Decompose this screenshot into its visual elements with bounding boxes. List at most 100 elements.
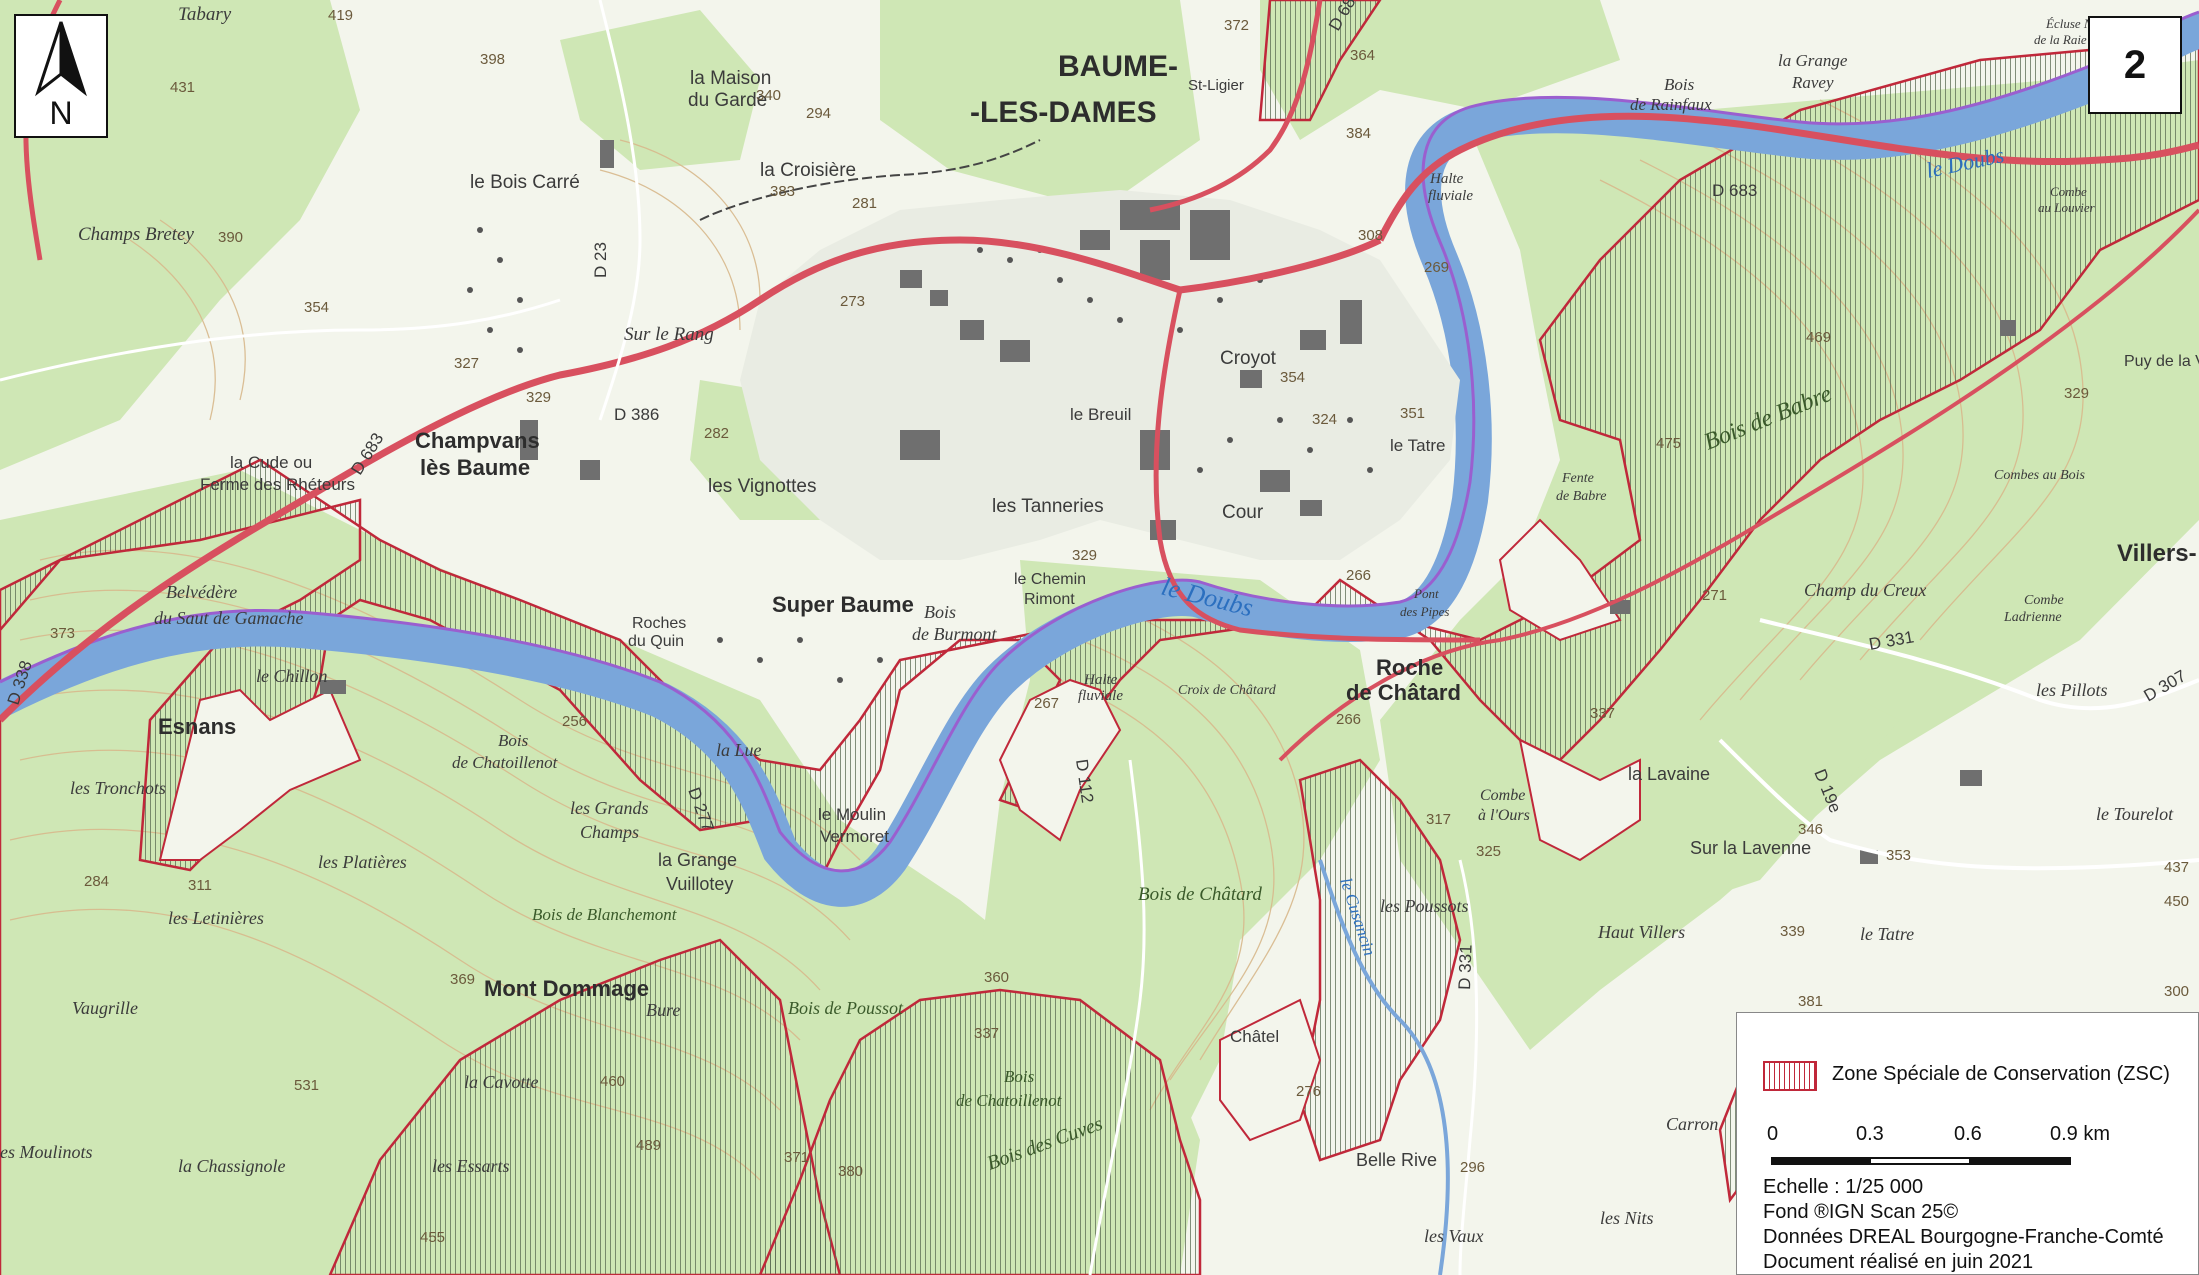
place-combe-ours-2: à l'Ours	[1478, 807, 1530, 824]
road-d331-e: D 331	[1455, 944, 1476, 990]
alt-25: 266	[1336, 711, 1361, 728]
town-champvans-2: lès Baume	[420, 455, 530, 480]
alt-21: 266	[1346, 567, 1371, 584]
alt-0: 419	[328, 7, 353, 24]
place-puy-de-la: Puy de la V	[2124, 353, 2199, 370]
place-maison-2: du Garde	[688, 90, 767, 111]
alt-27: 373	[50, 625, 75, 642]
place-cude-1: la Cude ou	[230, 453, 312, 472]
alt-24: 267	[1034, 695, 1059, 712]
map-labels: BAUME- -LES-DAMES Champvans lès Baume Su…	[0, 0, 2199, 1246]
place-halte2-2: fluviale	[1078, 688, 1123, 704]
wood-blanchemont: Bois de Blanchemont	[532, 905, 678, 924]
alt-38: 455	[420, 1229, 445, 1246]
place-chatoillenot-2: de Chatoillenot	[452, 753, 559, 772]
alt-32: 360	[984, 969, 1009, 986]
alt-35: 531	[294, 1077, 319, 1094]
place-sur-lavenne: Sur la Lavenne	[1690, 838, 1811, 858]
place-chassignole: la Chassignole	[178, 1156, 286, 1176]
place-tanneries: les Tanneries	[992, 496, 1104, 517]
alt-39: 276	[1296, 1083, 1321, 1100]
alt-46: 339	[1780, 923, 1805, 940]
place-combe-ladrienne-1: Combe	[2024, 593, 2064, 608]
town-baume-2: -LES-DAMES	[970, 96, 1157, 129]
town-champvans-1: Champvans	[415, 428, 540, 453]
place-le-tourelot: le Tourelot	[2096, 804, 2174, 824]
place-bois-burmont-2: de Burmont	[912, 624, 997, 644]
legend-fond: Fond ®IGN Scan 25©	[1763, 1201, 1959, 1223]
place-combe-ladrienne-2: Ladrienne	[2003, 610, 2062, 625]
alt-20: 324	[1312, 411, 1337, 428]
place-belvedere-2: du Saut de Gamache	[154, 608, 303, 628]
place-les-pillots: les Pillots	[2036, 680, 2108, 700]
legend-credits: Echelle : 1/25 000 Fond ®IGN Scan 25© Do…	[1763, 1175, 2164, 1275]
place-bure: Bure	[646, 1000, 680, 1020]
legend-donnees: Données DREAL Bourgogne-Franche-Comté	[1763, 1226, 2164, 1248]
doubs-river	[0, 10, 2199, 1275]
alt-13: 372	[1224, 17, 1249, 34]
place-tronchots: les Tronchots	[70, 778, 166, 798]
alt-10: 281	[852, 195, 877, 212]
urban-area	[320, 140, 2016, 864]
place-vignottes: les Vignottes	[708, 476, 816, 497]
alt-1: 398	[480, 51, 505, 68]
legend-echelle: Echelle : 1/25 000	[1763, 1176, 1924, 1198]
place-croix-chatard: Croix de Châtard	[1178, 683, 1277, 698]
alt-52: 475	[1656, 435, 1681, 452]
place-platieres: les Platières	[318, 852, 407, 872]
place-combes-bois: Combes au Bois	[1994, 468, 2086, 483]
place-moulin-2: Vermoret	[820, 827, 889, 846]
place-cude-2: Ferme des Rhéteurs	[200, 475, 355, 494]
road-d386: D 386	[614, 405, 659, 424]
place-combe-ours-1: Combe	[1480, 787, 1525, 804]
place-la-lue: la Lue	[716, 740, 762, 760]
wood-chatard: Bois de Châtard	[1138, 884, 1262, 905]
place-grange-2: Vuillotey	[666, 874, 733, 894]
zsc-swatch	[1763, 1061, 1817, 1091]
place-roches-quin-2: du Quin	[628, 633, 684, 650]
alt-42: 325	[1476, 843, 1501, 860]
alt-19: 354	[1280, 369, 1305, 386]
scale-tick-3: 0.9 km	[2050, 1123, 2111, 1145]
place-chatoillenot-1: Bois	[498, 731, 529, 750]
place-haut-villers: Haut Villers	[1597, 922, 1685, 942]
alt-41: 317	[1426, 811, 1451, 828]
scale-bar	[1771, 1157, 2071, 1165]
place-sur-le-rang: Sur le Rang	[624, 324, 714, 345]
alt-48: 437	[2164, 859, 2189, 876]
town-esnans: Esnans	[158, 714, 236, 739]
place-moulinots: es Moulinots	[0, 1142, 93, 1162]
place-belle-rive: Belle Rive	[1356, 1150, 1437, 1170]
alt-51: 329	[2064, 385, 2089, 402]
alt-29: 284	[84, 873, 109, 890]
place-la-lavaine: la Lavaine	[1628, 764, 1710, 784]
alt-34: 371	[784, 1149, 809, 1166]
scale-tick-2: 0.6	[1954, 1123, 1982, 1145]
alt-50: 300	[2164, 983, 2189, 1000]
place-mont-dommage: Mont Dommage	[484, 976, 649, 1001]
wood-chatoillenot-s-2: de Chatoillenot	[956, 1091, 1063, 1110]
alt-44: 346	[1798, 821, 1823, 838]
place-letinieres: les Letinières	[168, 908, 264, 928]
place-chemin-1: le Chemin	[1014, 571, 1086, 588]
place-le-tatre-e: le Tatre	[1860, 924, 1914, 944]
legend-document: Document réalisé en juin 2021	[1763, 1251, 2034, 1273]
place-roche-1: Roche	[1376, 655, 1443, 680]
scale-tick-0: 0	[1767, 1123, 1779, 1145]
place-roche-2: de Châtard	[1346, 680, 1461, 705]
road-d683: D 683	[1712, 181, 1757, 200]
place-roches-quin-1: Roches	[632, 615, 686, 632]
place-grands-champs-1: les Grands	[570, 798, 649, 818]
alt-47: 381	[1798, 993, 1823, 1010]
alt-43: 337	[1590, 705, 1615, 722]
place-st-ligier: St-Ligier	[1188, 77, 1244, 94]
alt-5: 327	[454, 355, 479, 372]
place-moulin-1: le Moulin	[818, 805, 886, 824]
alt-14: 364	[1350, 47, 1375, 64]
alt-12: 282	[704, 425, 729, 442]
place-maison-1: la Maison	[690, 68, 771, 89]
place-carron: Carron	[1666, 1114, 1718, 1134]
alt-37: 489	[636, 1137, 661, 1154]
